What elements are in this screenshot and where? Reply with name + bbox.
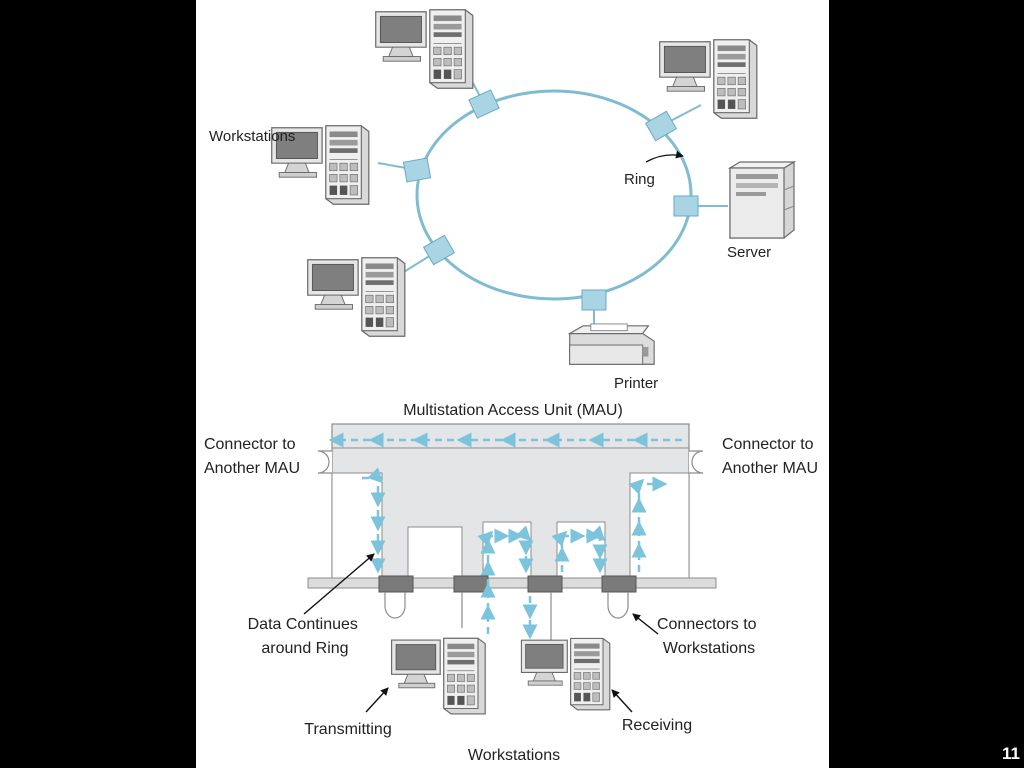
page-number: 11 bbox=[1002, 744, 1020, 763]
mau-connector-left bbox=[317, 450, 332, 474]
printer-label: Printer bbox=[614, 375, 658, 392]
ring-connector bbox=[468, 89, 500, 119]
slide: Workstations Ring Server Printer Multist… bbox=[196, 0, 829, 768]
workstation-icon bbox=[375, 9, 474, 89]
token-ring bbox=[415, 89, 693, 301]
workstation-icon bbox=[659, 39, 758, 119]
mau-port bbox=[527, 575, 563, 593]
ring-connector bbox=[673, 195, 699, 217]
mau-port bbox=[601, 575, 637, 593]
ring-pointer-arrow bbox=[645, 150, 684, 163]
mau-workstations-label: Workstations bbox=[468, 747, 560, 764]
mau-title: Multistation Access Unit (MAU) bbox=[403, 402, 623, 419]
workstation-icon bbox=[307, 257, 406, 337]
ring-connector bbox=[402, 157, 432, 183]
transmitting-pointer bbox=[365, 687, 389, 713]
mau-connector-right bbox=[689, 450, 704, 474]
ring-label: Ring bbox=[624, 171, 655, 188]
loopback-plug bbox=[384, 592, 406, 619]
transmitting-workstation-icon bbox=[390, 637, 486, 715]
data-flow-transmit bbox=[477, 525, 534, 634]
network-diagram: Workstations Ring Server Printer Multist… bbox=[204, 9, 818, 764]
ring-connector bbox=[581, 289, 607, 311]
data-flow-pass bbox=[551, 525, 608, 574]
transmitting-label: Transmitting bbox=[304, 721, 391, 738]
mau-port bbox=[378, 575, 414, 593]
connector-right-label: Connector to Another MAU bbox=[722, 436, 818, 477]
mau-diagram: Multistation Access Unit (MAU) bbox=[204, 402, 818, 764]
data-flow-left-down bbox=[362, 467, 386, 574]
connector-left-label: Connector to Another MAU bbox=[204, 436, 300, 477]
connectors-pointer bbox=[632, 613, 659, 635]
ring-connector bbox=[644, 110, 678, 142]
server-label: Server bbox=[727, 244, 771, 261]
mau-base-strip bbox=[307, 577, 717, 589]
data-continues-pointer bbox=[303, 553, 375, 615]
data-continues-label: Data Continues around Ring bbox=[248, 616, 363, 657]
ring-connector bbox=[422, 234, 456, 266]
data-flow-right-up bbox=[628, 476, 668, 572]
connectors-to-workstations-label: Connectors to Workstations bbox=[657, 616, 761, 657]
receiving-pointer bbox=[611, 689, 633, 713]
receiving-workstation-icon bbox=[520, 637, 611, 711]
printer-icon bbox=[569, 323, 655, 365]
receiving-label: Receiving bbox=[622, 717, 692, 734]
server-icon bbox=[729, 161, 795, 239]
ring-workstations-label: Workstations bbox=[209, 128, 295, 145]
ring-topology: Workstations Ring Server Printer bbox=[209, 9, 795, 392]
loopback-plug bbox=[607, 592, 629, 619]
mau-port bbox=[453, 575, 489, 593]
